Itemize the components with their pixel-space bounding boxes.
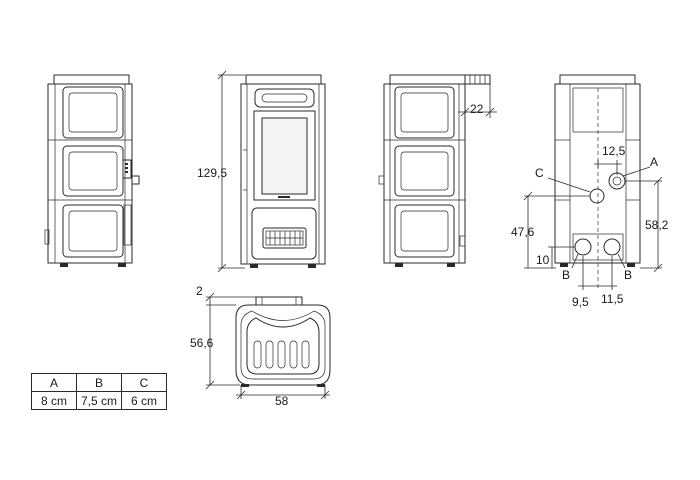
table-header-b: B [76,373,122,392]
table-cell-a: 8 cm [31,391,77,410]
height-dimension [217,70,245,273]
table-header-c: C [121,373,167,392]
table-header-a: A [31,373,77,392]
spacing-left-label: 9,5 [572,295,589,309]
rear-height-right-label: 58,2 [645,218,669,232]
label-c: C [535,166,544,180]
front-view [240,74,326,268]
side-offset-dimension [458,84,497,118]
rear-top-spacing-label: 12,5 [602,144,626,158]
table-header-row: A B C [31,373,167,392]
top-view [235,296,331,387]
rear-bottom-label: 10 [536,253,550,267]
width-label: 58 [275,394,289,408]
rear-view [554,74,641,290]
top-view-dimensions [205,292,330,400]
rear-height-left-label: 47,6 [511,225,535,239]
table-row: 8 cm 7,5 cm 6 cm [31,391,167,410]
right-side-view [378,74,491,267]
label-b-right: B [624,268,632,282]
top-offset-label: 2 [196,284,203,298]
left-side-view [44,74,140,267]
side-offset-label: 22 [470,102,484,116]
table-cell-b: 7,5 cm [76,391,122,410]
rear-dimension-lines [523,160,663,290]
height-dimension-label: 129,5 [197,166,227,180]
label-a: A [650,155,658,169]
connection-size-table: A B C 8 cm 7,5 cm 6 cm [31,373,167,410]
depth-label: 56,6 [190,336,214,350]
table-cell-c: 6 cm [121,391,167,410]
spacing-right-label: 11,5 [601,292,624,306]
label-b-left: B [562,268,570,282]
